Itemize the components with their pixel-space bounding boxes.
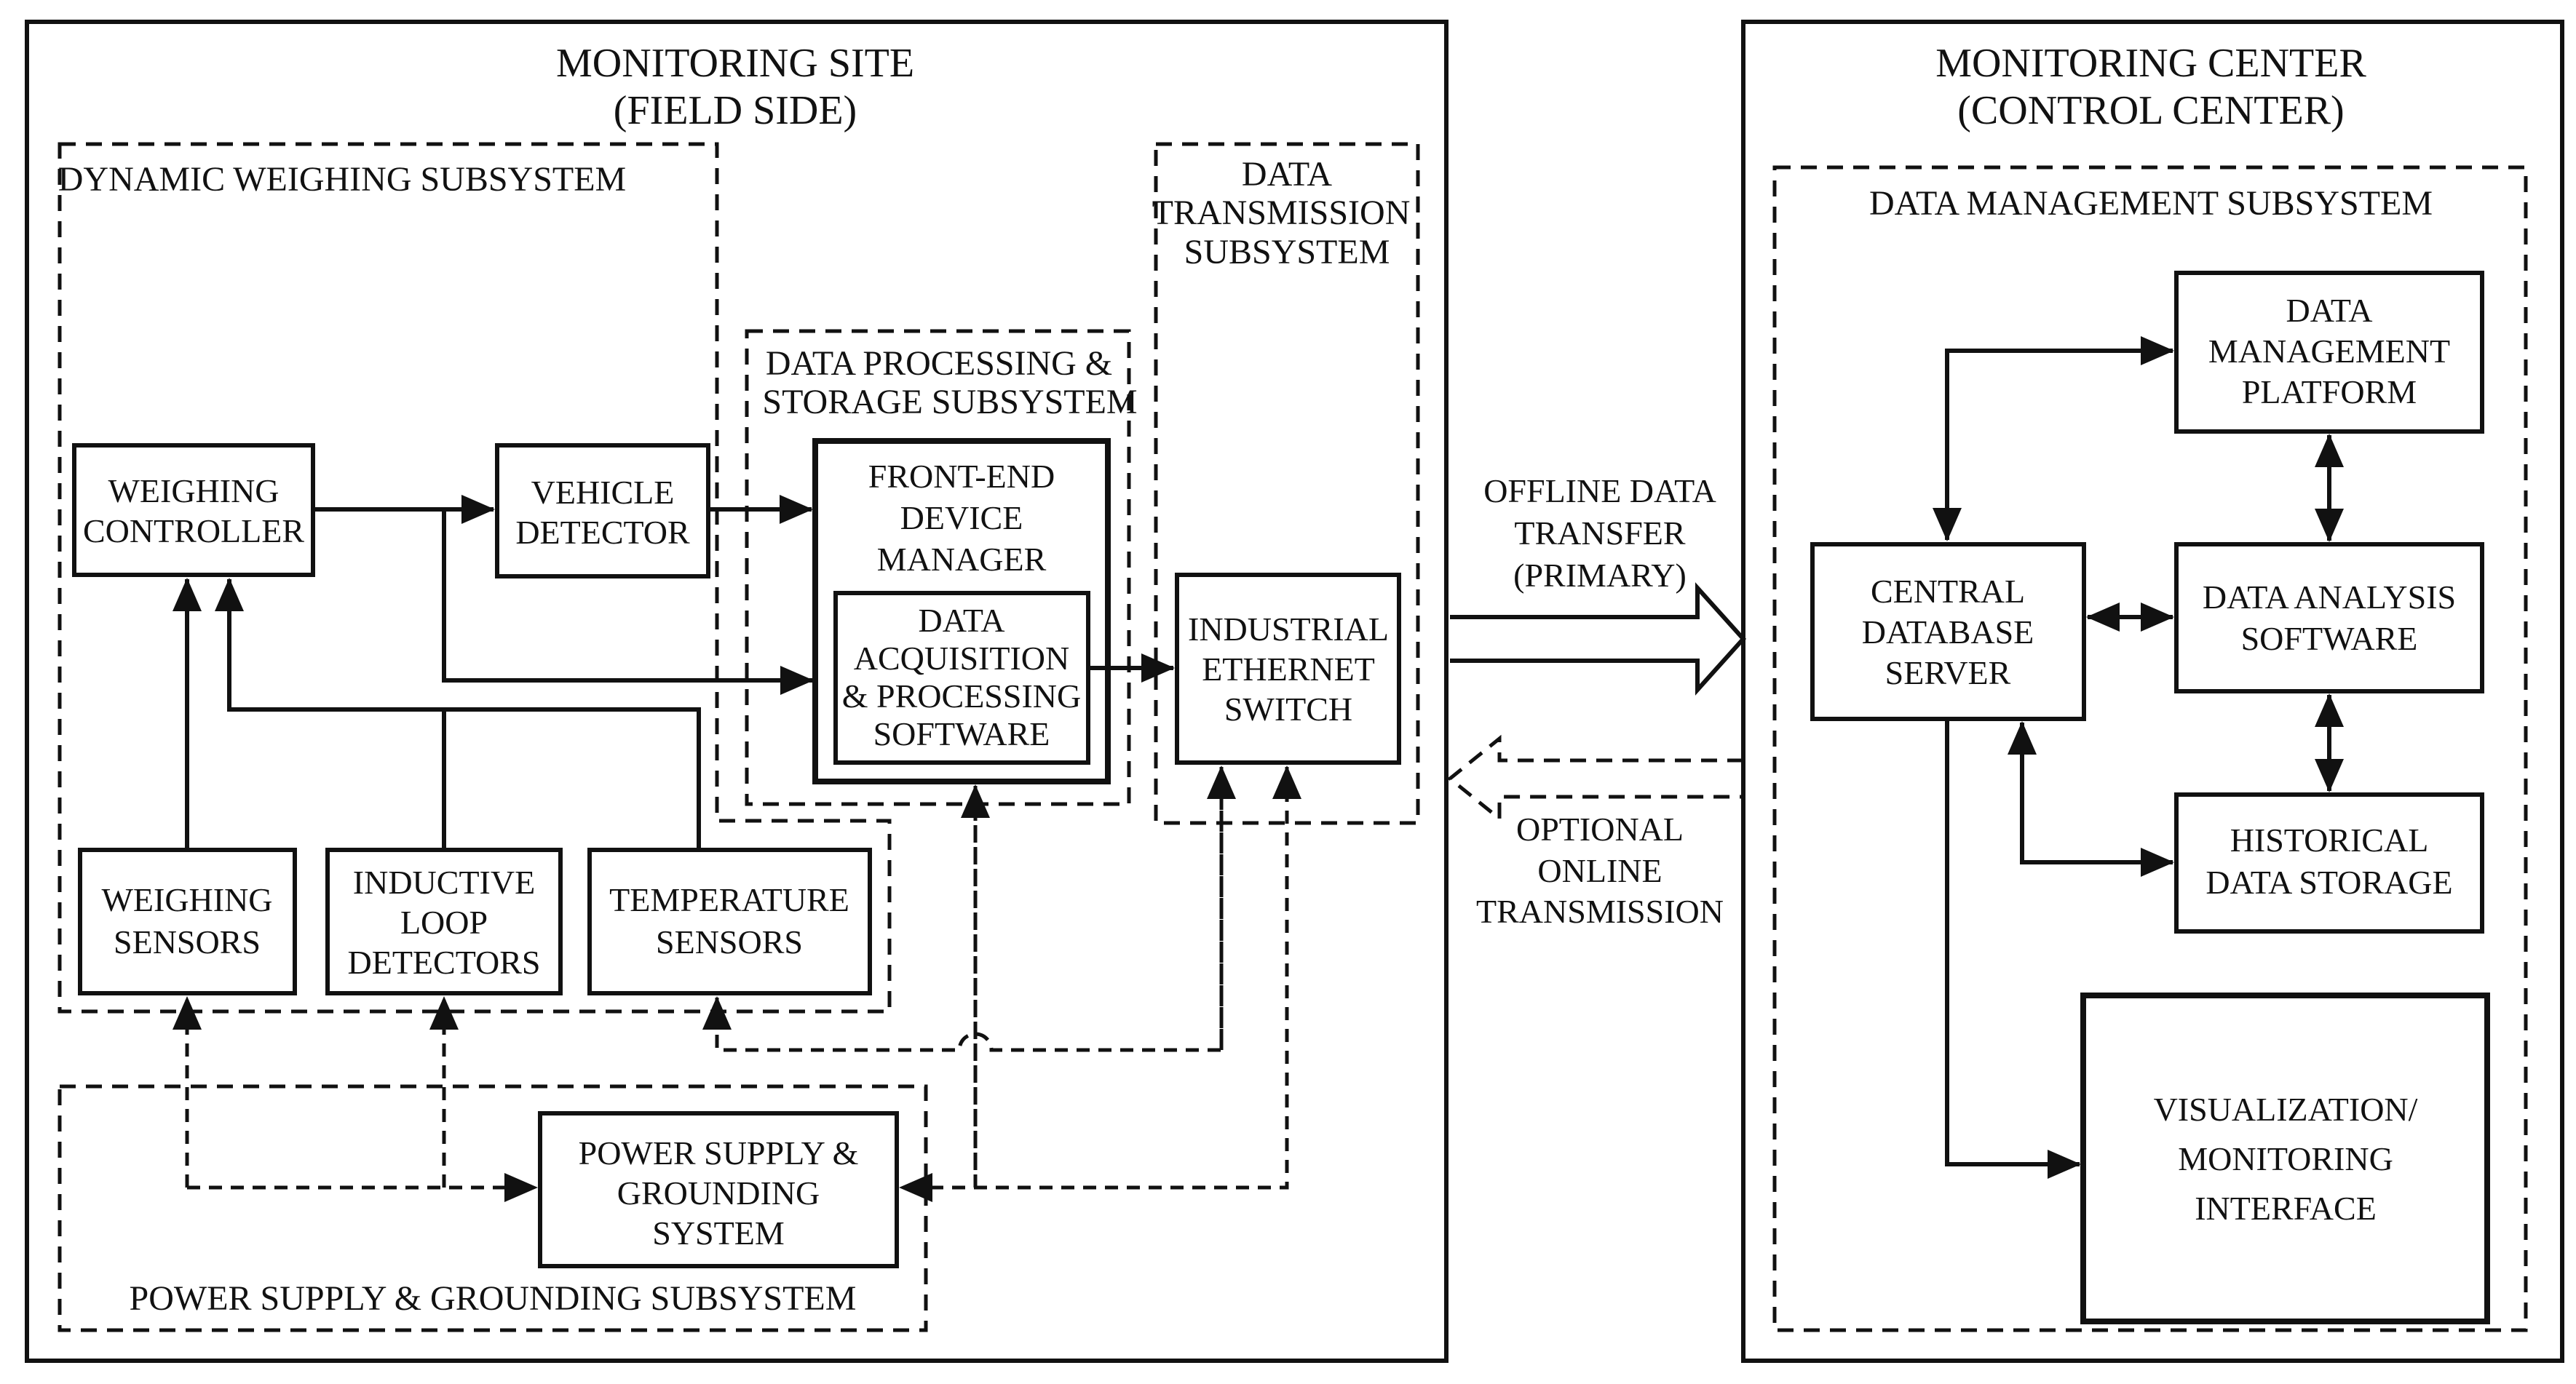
data-processing-subsystem-label-2: STORAGE SUBSYSTEM [762, 383, 1137, 421]
svg-text:LOOP: LOOP [400, 904, 488, 941]
svg-text:& PROCESSING: & PROCESSING [842, 677, 1081, 715]
svg-text:ETHERNET: ETHERNET [1202, 651, 1375, 688]
data-transmission-subsystem-region [1154, 142, 1420, 825]
svg-text:SOFTWARE: SOFTWARE [2241, 620, 2418, 657]
svg-text:INDUCTIVE: INDUCTIVE [353, 864, 535, 901]
svg-text:DETECTOR: DETECTOR [515, 514, 690, 551]
svg-text:MANAGER: MANAGER [877, 541, 1047, 578]
industrial-ethernet-switch-box: INDUSTRIAL ETHERNET SWITCH [1175, 573, 1401, 765]
data-management-platform-box: DATA MANAGEMENT PLATFORM [2174, 271, 2484, 434]
svg-text:SERVER: SERVER [1885, 654, 2011, 691]
svg-text:DEVICE: DEVICE [900, 499, 1023, 536]
monitoring-site-title: MONITORING SITE [556, 41, 914, 86]
data-processing-subsystem-label-1: DATA PROCESSING & [766, 344, 1112, 383]
online-transmission-arrow [1447, 734, 1743, 823]
dynamic-weighing-subsystem-label: DYNAMIC WEIGHING SUBSYSTEM [58, 160, 626, 199]
svg-text:CENTRAL: CENTRAL [1871, 573, 2025, 610]
monitoring-center-title: MONITORING CENTER [1935, 41, 2366, 86]
dynamic-weighing-subsystem-region [58, 142, 892, 1014]
monitoring-center-subtitle: (CONTROL CENTER) [1957, 88, 2344, 133]
online-transmission-label: OPTIONAL ONLINE TRANSMISSION [1476, 811, 1724, 930]
svg-text:WEIGHING: WEIGHING [101, 881, 272, 918]
svg-text:HISTORICAL: HISTORICAL [2230, 822, 2429, 859]
monitoring-site-subtitle: (FIELD SIDE) [614, 88, 857, 133]
svg-text:SENSORS: SENSORS [114, 923, 261, 961]
svg-text:VEHICLE: VEHICLE [531, 474, 675, 511]
data-analysis-software-box: DATA ANALYSIS SOFTWARE [2174, 542, 2484, 693]
svg-text:MONITORING: MONITORING [2178, 1140, 2393, 1177]
svg-text:DATA: DATA [2286, 292, 2373, 329]
data-management-subsystem-label: DATA MANAGEMENT SUBSYSTEM [1869, 184, 2433, 223]
svg-text:WEIGHING: WEIGHING [108, 472, 279, 509]
svg-text:CONTROLLER: CONTROLLER [83, 512, 304, 549]
front-end-device-manager-box: FRONT-END DEVICE MANAGER [812, 438, 1111, 784]
visualization-monitoring-interface-box: VISUALIZATION/ MONITORING INTERFACE [2080, 993, 2490, 1324]
vehicle-detector-box: VEHICLE DETECTOR [495, 443, 710, 578]
offline-transfer-label: OFFLINE DATA TRANSFER (PRIMARY) [1483, 472, 1716, 594]
temperature-sensors-box: TEMPERATURE SENSORS [587, 848, 872, 995]
svg-text:ACQUISITION: ACQUISITION [854, 640, 1069, 677]
svg-text:GROUNDING: GROUNDING [617, 1174, 820, 1212]
svg-text:TRANSFER: TRANSFER [1514, 514, 1685, 552]
svg-text:DATA STORAGE: DATA STORAGE [2206, 864, 2452, 901]
svg-text:DETECTORS: DETECTORS [348, 944, 541, 981]
svg-text:TEMPERATURE: TEMPERATURE [609, 881, 849, 918]
data-acquisition-software-box: DATA ACQUISITION & PROCESSING SOFTWARE [833, 591, 1090, 765]
data-management-subsystem-region [1772, 165, 2528, 1332]
data-transmission-subsystem-label-1: DATA [1242, 155, 1332, 194]
central-database-server-box: CENTRAL DATABASE SERVER [1810, 542, 2086, 721]
svg-text:VISUALIZATION/: VISUALIZATION/ [2154, 1091, 2418, 1128]
svg-text:FRONT-END: FRONT-END [868, 458, 1055, 495]
svg-text:(PRIMARY): (PRIMARY) [1513, 557, 1687, 594]
center-connectors [1933, 336, 2344, 1179]
svg-text:MANAGEMENT: MANAGEMENT [2208, 333, 2450, 370]
field-solid-connectors [173, 495, 1175, 850]
offline-transfer-arrow [1450, 582, 1747, 696]
svg-text:DATABASE: DATABASE [1862, 613, 2034, 651]
svg-text:SENSORS: SENSORS [656, 923, 803, 961]
svg-text:TRANSMISSION: TRANSMISSION [1476, 893, 1724, 930]
weighing-sensors-box: WEIGHING SENSORS [78, 848, 297, 995]
svg-text:PLATFORM: PLATFORM [2242, 373, 2417, 410]
data-transmission-subsystem-label-3: SUBSYSTEM [1184, 233, 1390, 271]
data-transmission-subsystem-label-2: TRANSMISSION [1152, 194, 1411, 232]
svg-text:OFFLINE DATA: OFFLINE DATA [1483, 472, 1716, 509]
svg-text:DATA: DATA [919, 602, 1005, 639]
svg-text:INTERFACE: INTERFACE [2195, 1190, 2377, 1227]
svg-text:ONLINE: ONLINE [1537, 852, 1662, 889]
svg-text:SWITCH: SWITCH [1224, 691, 1352, 728]
svg-text:OPTIONAL: OPTIONAL [1516, 811, 1684, 848]
svg-text:SYSTEM: SYSTEM [652, 1214, 784, 1252]
historical-data-storage-box: HISTORICAL DATA STORAGE [2174, 792, 2484, 934]
svg-text:INDUSTRIAL: INDUSTRIAL [1188, 611, 1389, 648]
svg-text:DATA ANALYSIS: DATA ANALYSIS [2203, 578, 2456, 616]
power-dashed-connectors [173, 765, 1301, 1202]
inductive-loop-detectors-box: INDUCTIVE LOOP DETECTORS [325, 848, 563, 995]
svg-text:POWER SUPPLY &: POWER SUPPLY & [579, 1134, 859, 1172]
monitoring-center-panel [1741, 20, 2564, 1363]
data-processing-subsystem-region [745, 329, 1131, 806]
weighing-controller-box: WEIGHING CONTROLLER [72, 443, 315, 577]
power-supply-subsystem-region [58, 1084, 928, 1332]
power-supply-subsystem-label: POWER SUPPLY & GROUNDING SUBSYSTEM [130, 1279, 857, 1318]
power-supply-grounding-system-box: POWER SUPPLY & GROUNDING SYSTEM [538, 1111, 899, 1268]
svg-text:SOFTWARE: SOFTWARE [873, 715, 1050, 752]
monitoring-site-panel [25, 20, 1448, 1363]
